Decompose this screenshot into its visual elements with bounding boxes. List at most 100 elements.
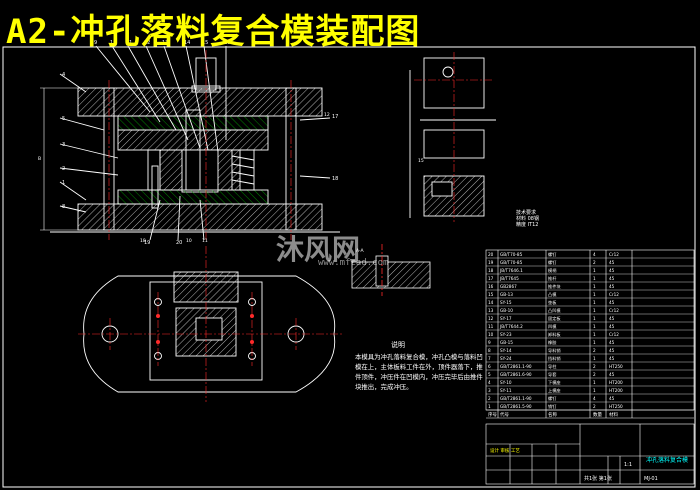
bom-header: 序号代号名称数量材料 bbox=[488, 411, 618, 418]
bom-cell: 6 bbox=[488, 364, 491, 369]
title-block-drawing-no: MJ-01 bbox=[644, 476, 658, 482]
bom-cell: 2 bbox=[488, 396, 491, 401]
bom-cell: 19 bbox=[488, 260, 494, 265]
bom-cell: 模柄 bbox=[548, 267, 556, 274]
dimension-label: B bbox=[38, 156, 41, 162]
bom-cell: 1 bbox=[488, 404, 491, 409]
bom-cell: 8 bbox=[488, 348, 491, 353]
dimension-label: 12 bbox=[324, 112, 330, 118]
bom-cell: 1 bbox=[593, 268, 596, 273]
bom-cell: SY-10 bbox=[500, 380, 512, 385]
bom-cell: 凸凹模 bbox=[548, 307, 561, 314]
bom-cell: 17 bbox=[488, 276, 494, 281]
callout-number: 1 bbox=[62, 180, 65, 186]
bom-cell: 16 bbox=[488, 284, 494, 289]
bom-cell: 18 bbox=[488, 268, 494, 273]
bom-cell: 1 bbox=[593, 340, 596, 345]
title-block-sheet: 共1张 第1张 bbox=[584, 475, 612, 482]
bom-cell: 45 bbox=[609, 324, 615, 329]
bom-cell: GB-10 bbox=[500, 308, 513, 313]
bom-cell: 螺钉 bbox=[548, 395, 557, 402]
title-block-scale: 1:1 bbox=[624, 462, 632, 468]
bom-cell: 导柱 bbox=[548, 363, 557, 370]
bom-cell: 9 bbox=[488, 340, 491, 345]
notes-title: 说明 bbox=[391, 341, 405, 349]
bom-cell: HT200 bbox=[609, 388, 623, 393]
bom-cell: 推件块 bbox=[548, 283, 561, 290]
bom-cell: 导料销 bbox=[548, 347, 561, 354]
callout-number: 12 bbox=[144, 40, 150, 46]
dimension-height bbox=[40, 87, 78, 231]
bom-cell: 4 bbox=[593, 396, 596, 401]
bom-header-cell: 名称 bbox=[548, 411, 557, 418]
bom-cell: Cr12 bbox=[609, 292, 619, 297]
bom-cell: JB/T7646.1 bbox=[499, 268, 523, 273]
drawing-frame bbox=[2, 46, 696, 488]
bom-cell: 橡胶 bbox=[548, 339, 556, 346]
bom-cell: SY-23 bbox=[500, 332, 512, 337]
bom-cell: JB/T7644.2 bbox=[499, 324, 523, 329]
bom-cell: 凹模 bbox=[548, 323, 557, 330]
bom-cell: 13 bbox=[488, 308, 494, 313]
bom-cell: SY-11 bbox=[500, 388, 512, 393]
tech-line: 精度 IT12 bbox=[516, 222, 539, 228]
bom-cell: 1 bbox=[593, 324, 596, 329]
bom-cell: GB/T70-85 bbox=[500, 252, 523, 257]
bom-cell: 45 bbox=[609, 340, 615, 345]
bom-cell: 20 bbox=[488, 252, 494, 257]
tech-line: 材料 08钢 bbox=[516, 216, 539, 222]
callout-number: 8 bbox=[62, 204, 65, 210]
dimension-label: 11 bbox=[202, 238, 208, 244]
bom-cell: 45 bbox=[609, 396, 615, 401]
bom-cell: 1 bbox=[593, 388, 596, 393]
bom-cell: 挡料销 bbox=[548, 355, 561, 362]
bom-cell: 卸料板 bbox=[548, 331, 561, 338]
title-block-name: 冲孔落料复合模 bbox=[646, 456, 688, 464]
bom-cell: 1 bbox=[593, 300, 596, 305]
bom-cell: 1 bbox=[593, 276, 596, 281]
bom-cell: SY-14 bbox=[500, 348, 512, 353]
bom-cell: GB-13 bbox=[500, 292, 513, 297]
bom-cell: 4 bbox=[593, 252, 596, 257]
bom-cell: 5 bbox=[488, 372, 491, 377]
bom-cell: 12 bbox=[488, 316, 494, 321]
callout-number: 18 bbox=[332, 176, 338, 182]
centerlines-detail bbox=[414, 52, 494, 222]
bom-cell: 14 bbox=[488, 300, 494, 305]
bom-cell: Cr12 bbox=[609, 332, 619, 337]
bom-cell: 1 bbox=[593, 356, 596, 361]
bom-cell: 45 bbox=[609, 372, 615, 377]
bom-cell: 11 bbox=[488, 324, 494, 329]
bom-cell: 45 bbox=[609, 316, 615, 321]
notes-body: 本模具为冲孔落料复合模，冲孔凸模与落料凹模在上，主体板料工件在外，顶件器落下，推… bbox=[355, 353, 483, 391]
bom-cell: 2 bbox=[593, 372, 596, 377]
dimension-label: 18 bbox=[140, 238, 146, 244]
callout-number: 14 bbox=[184, 40, 190, 46]
bom-cell: GB/T70-85 bbox=[500, 260, 523, 265]
bom-cell: HT200 bbox=[609, 380, 623, 385]
bom-cell: 45 bbox=[609, 268, 615, 273]
drawing-title: A2-冲孔落料复合模装配图 bbox=[6, 12, 421, 52]
part-detail-view bbox=[409, 57, 496, 218]
tech-line: 技术要求 bbox=[516, 210, 537, 216]
bom-cell: 2 bbox=[593, 260, 596, 265]
bom-cell: 固定板 bbox=[548, 315, 561, 322]
bom-cell: 45 bbox=[609, 260, 615, 265]
callout-number: 20 bbox=[176, 240, 182, 246]
bom-cell: 1 bbox=[593, 284, 596, 289]
bom-cell: JB/T7645 bbox=[499, 276, 519, 281]
bom-cell: 1 bbox=[593, 316, 596, 321]
bom-cell: 1 bbox=[593, 332, 596, 337]
callout-number: 5 bbox=[62, 116, 65, 122]
bom-cell: HT250 bbox=[609, 364, 623, 369]
bom-cell: 45 bbox=[609, 356, 615, 361]
bom-cell: 销钉 bbox=[548, 403, 557, 410]
callout-number: 11 bbox=[126, 40, 132, 46]
bom-header-cell: 代号 bbox=[500, 411, 509, 418]
callout-number: 15 bbox=[202, 40, 208, 46]
bom-cell: 螺钉 bbox=[548, 251, 557, 258]
bom-cell: 上模座 bbox=[548, 387, 561, 394]
